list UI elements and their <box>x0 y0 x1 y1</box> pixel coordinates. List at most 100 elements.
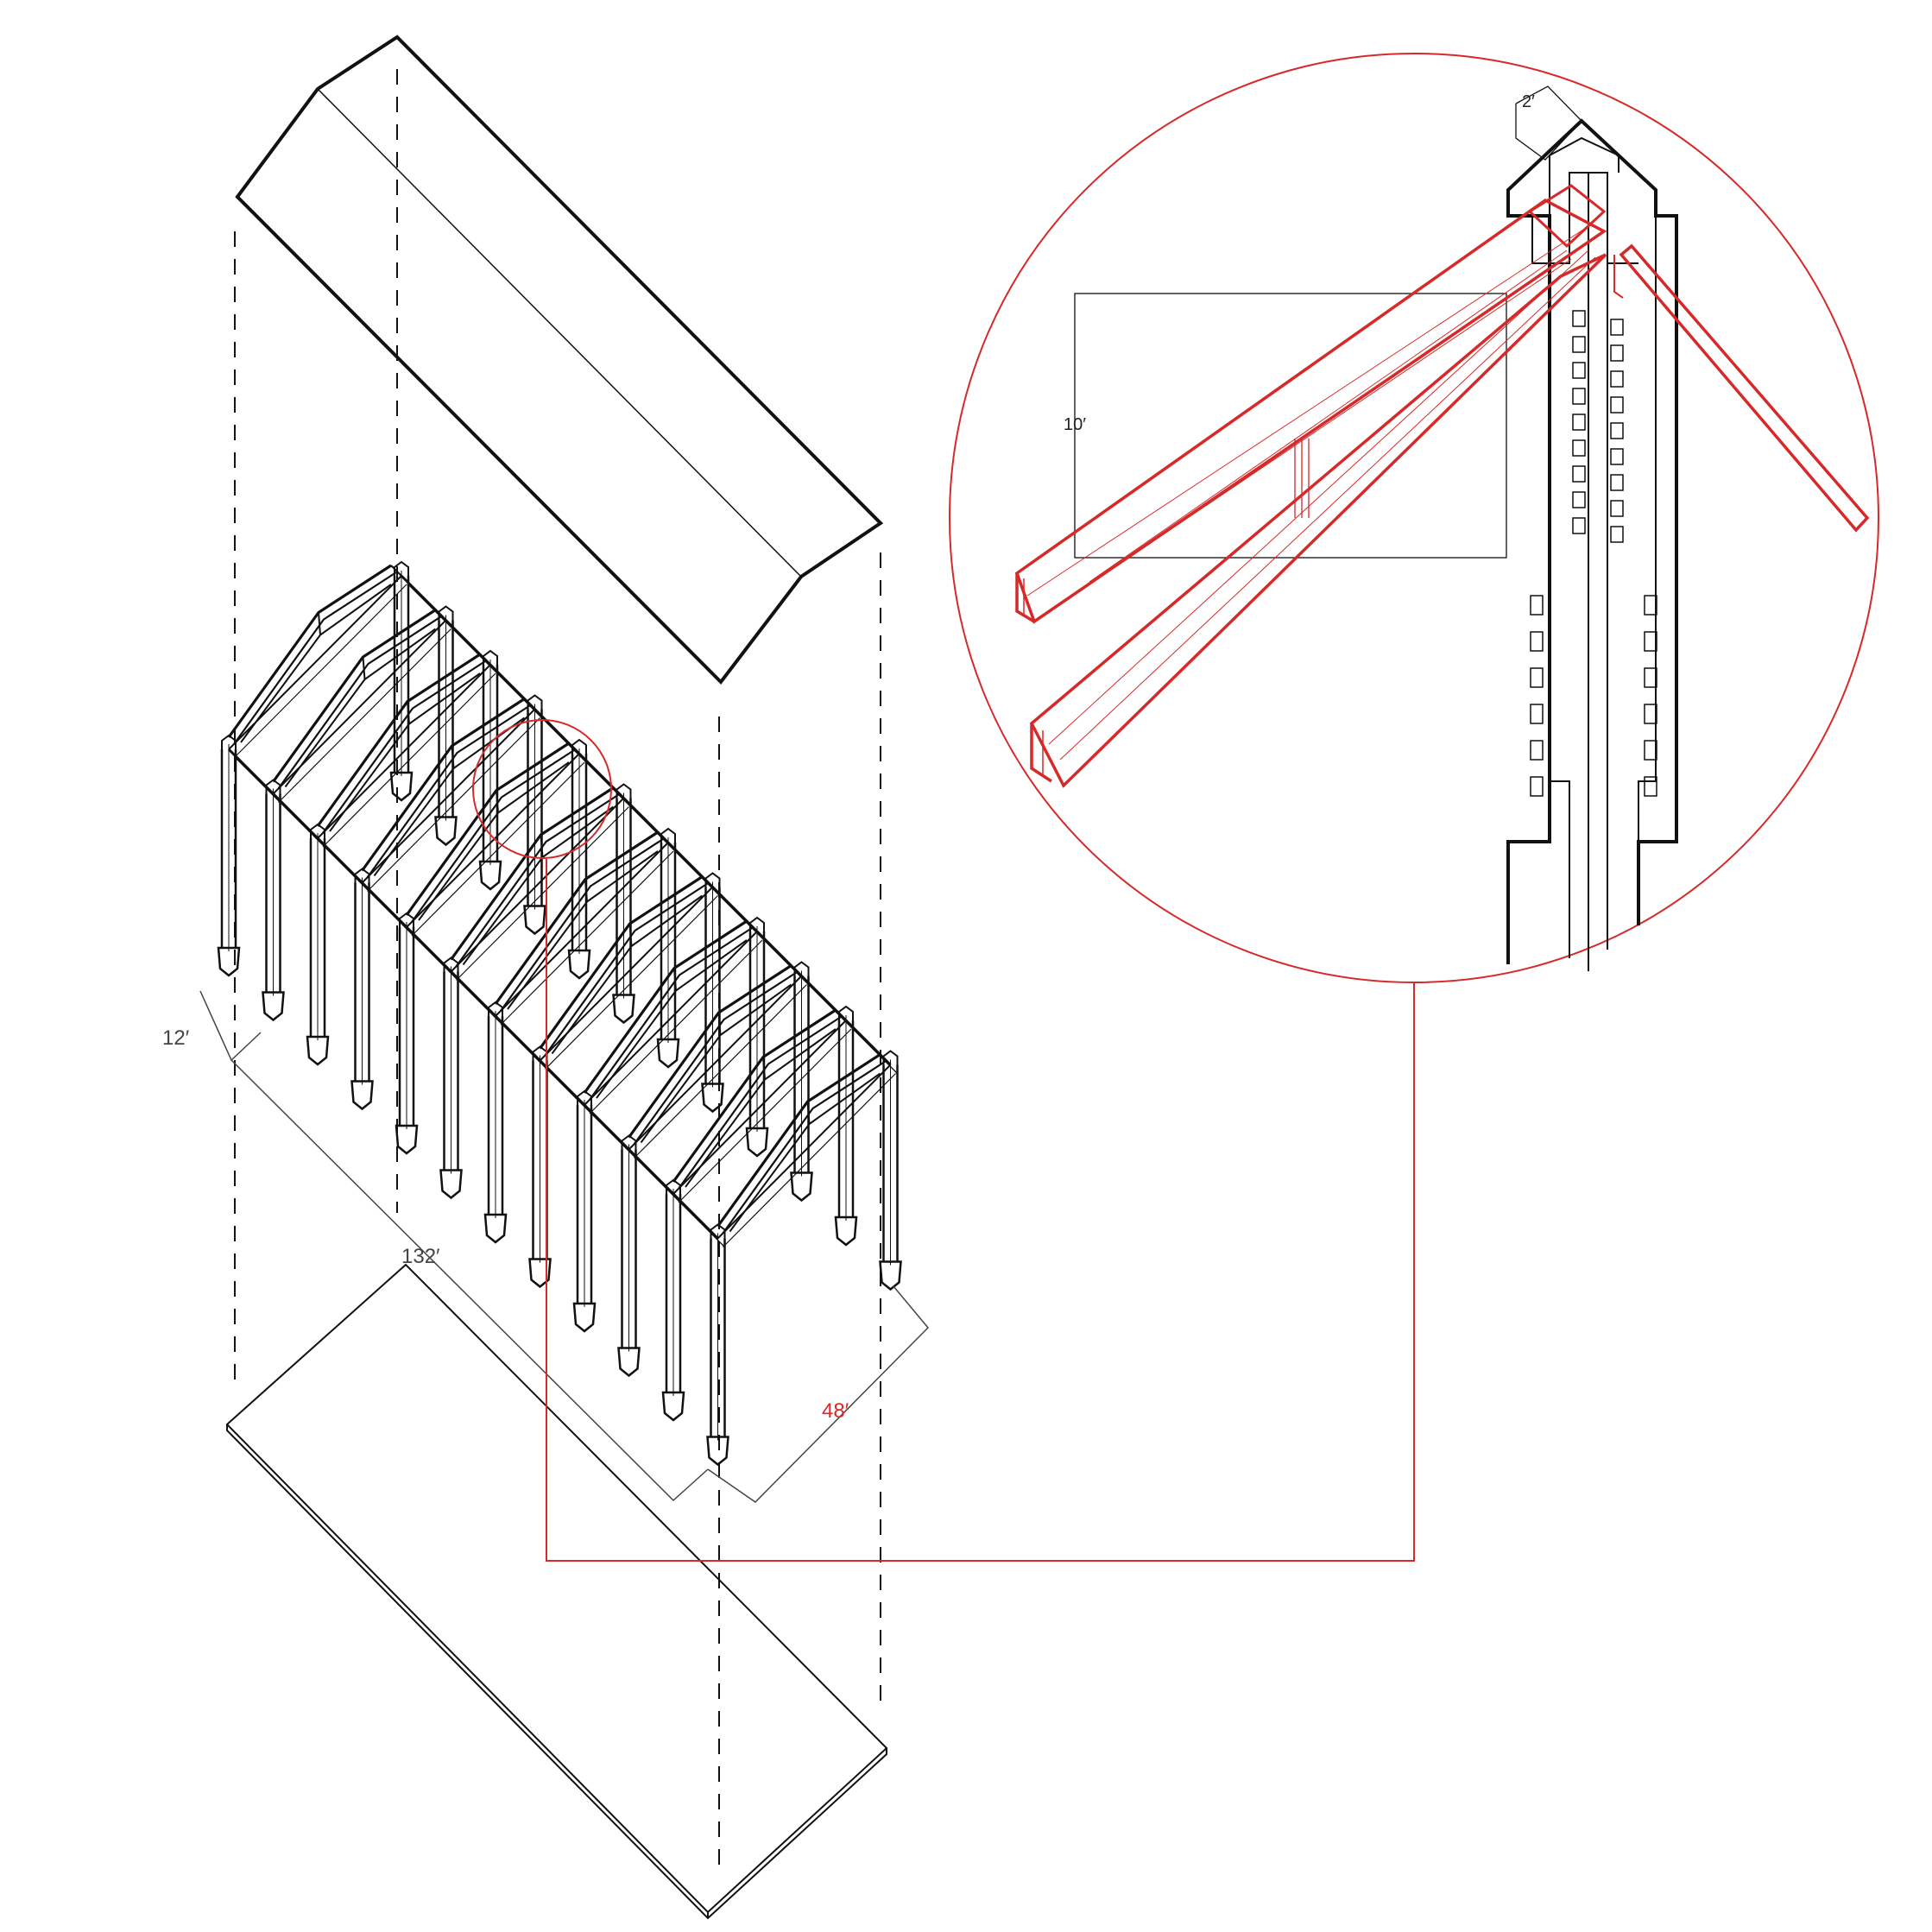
column-footing <box>434 816 458 847</box>
detail-callout <box>472 53 1879 1562</box>
truss-top-chord-edge <box>722 1060 887 1234</box>
notch <box>1572 362 1586 379</box>
alignment-lines <box>234 69 881 1869</box>
column-cap <box>438 605 454 624</box>
truss <box>628 964 798 1146</box>
column-right <box>523 694 546 936</box>
column-footing <box>661 1391 685 1422</box>
cross-tie-edge <box>233 584 407 759</box>
truss-top-chord-edge <box>322 660 486 834</box>
column-footing <box>617 1347 641 1378</box>
notch <box>1572 491 1586 508</box>
truss-king-post <box>496 790 499 813</box>
column-footing <box>389 771 414 802</box>
column-left <box>706 1223 729 1467</box>
truss-top-chord-edge <box>277 616 442 790</box>
base-slab <box>225 1263 888 1920</box>
notch <box>1572 388 1586 405</box>
truss-top-chord-edge <box>544 882 709 1057</box>
column-right <box>701 872 724 1114</box>
column-footing <box>395 1124 419 1155</box>
column-right <box>478 649 502 891</box>
truss-top-chord-edge <box>411 749 575 923</box>
notch <box>1610 370 1624 388</box>
column-left <box>306 823 330 1066</box>
detail-column <box>1506 85 1678 971</box>
column-cap <box>882 1050 899 1069</box>
column-cap <box>749 916 765 935</box>
column-footing <box>706 1436 729 1467</box>
truss <box>717 1053 887 1234</box>
notch <box>1610 474 1624 491</box>
column-right <box>879 1050 902 1291</box>
truss <box>272 609 442 790</box>
column-right <box>745 916 769 1158</box>
callout-circle-large <box>949 53 1879 983</box>
notch <box>1644 740 1657 761</box>
dimension-48ft: 48′ <box>822 1399 849 1423</box>
notch <box>1530 595 1544 616</box>
column-cap <box>571 738 587 757</box>
notch <box>1530 776 1544 797</box>
column-cap <box>660 827 676 846</box>
detail-zoom: 2′ 10′ <box>1014 85 1870 971</box>
truss-king-post <box>806 1101 811 1125</box>
notch <box>1644 631 1657 652</box>
truss-top-chord-edge <box>678 1016 842 1190</box>
column-left <box>350 868 374 1111</box>
truss-king-post <box>673 968 677 991</box>
truss-king-post <box>540 834 544 858</box>
dimension-132ft: 132′ <box>401 1245 440 1268</box>
truss <box>539 875 709 1057</box>
column-footing <box>350 1080 374 1111</box>
column-cap <box>483 649 498 668</box>
truss-top-chord-edge <box>366 704 531 879</box>
notch <box>1572 439 1586 457</box>
column-cap <box>394 560 409 579</box>
column-right <box>434 605 458 847</box>
column-footing <box>439 1169 463 1200</box>
callout-circle-small <box>472 719 612 859</box>
notch <box>1530 631 1544 652</box>
notch <box>1610 526 1624 543</box>
column-footing <box>483 1213 508 1244</box>
trusses <box>227 564 887 1234</box>
callout-leader <box>546 859 1415 1562</box>
column-left <box>262 779 285 1022</box>
column-right <box>834 1005 858 1247</box>
column-footing <box>523 905 546 936</box>
column-right <box>567 738 591 980</box>
column-notches <box>1530 310 1657 797</box>
truss-top-chord-edge <box>233 571 397 745</box>
notch <box>1610 396 1624 414</box>
notch <box>1610 422 1624 439</box>
truss-king-post <box>628 923 633 947</box>
truss-king-post <box>762 1057 766 1080</box>
notch <box>1530 704 1544 724</box>
notch <box>1572 517 1586 534</box>
truss <box>583 919 753 1101</box>
truss-king-post <box>451 745 455 769</box>
column-left <box>661 1178 685 1422</box>
truss-king-post <box>318 612 321 635</box>
column-footing <box>478 860 502 891</box>
column-right <box>612 783 635 1025</box>
column-left <box>439 957 463 1200</box>
notch <box>1644 595 1657 616</box>
column-footing <box>612 994 635 1025</box>
truss-king-post <box>717 1012 722 1036</box>
notch <box>1572 310 1586 327</box>
column-footing <box>834 1215 858 1247</box>
column-right <box>656 827 680 1069</box>
column-cap <box>793 961 810 980</box>
column-left <box>217 734 241 977</box>
notch <box>1644 776 1657 797</box>
column-footing <box>217 946 241 977</box>
truss-king-post <box>584 879 588 902</box>
notch <box>1644 704 1657 724</box>
notch <box>1530 667 1544 688</box>
truss-top-chord-edge <box>455 793 620 968</box>
notch <box>1644 667 1657 688</box>
column-right <box>389 560 414 802</box>
column-footing <box>306 1035 330 1066</box>
